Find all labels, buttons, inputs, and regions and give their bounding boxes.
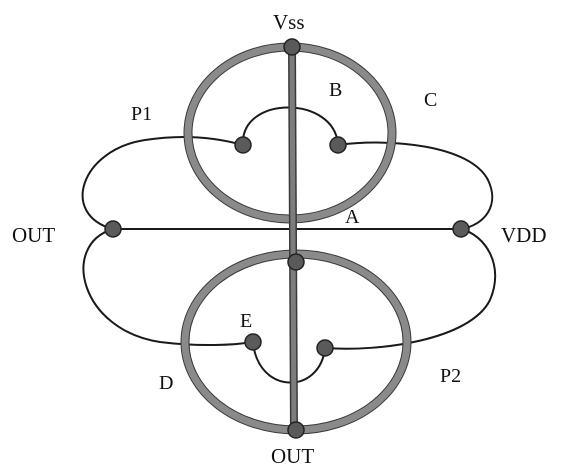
node-out-bottom xyxy=(287,421,305,439)
label-d: D xyxy=(159,372,174,394)
label-c: C xyxy=(424,89,438,111)
label-e: E xyxy=(240,310,253,332)
node-e-right xyxy=(316,339,334,357)
loop-c-upper-right xyxy=(337,141,494,230)
loop-p1-upper-left xyxy=(81,136,244,230)
node-vdd xyxy=(452,220,470,238)
label-b: B xyxy=(329,79,343,101)
label-p1: P1 xyxy=(131,103,153,125)
label-vss: Vss xyxy=(273,10,305,34)
label-vdd: VDD xyxy=(501,223,547,247)
node-b-right xyxy=(329,136,347,154)
loop-p2-lower-right xyxy=(324,228,497,350)
node-vss xyxy=(283,38,301,56)
loop-lower-left xyxy=(82,228,254,347)
arc-b xyxy=(241,106,339,146)
label-out-bottom: OUT xyxy=(271,444,315,468)
node-lower-ring-top xyxy=(287,253,305,271)
axis-vertical xyxy=(289,46,297,433)
label-out-left: OUT xyxy=(12,223,56,247)
label-p2: P2 xyxy=(440,365,462,387)
node-b-left xyxy=(234,136,252,154)
arc-e xyxy=(252,341,326,384)
node-out-left xyxy=(104,220,122,238)
node-e-left xyxy=(244,333,262,351)
label-a: A xyxy=(345,206,360,228)
